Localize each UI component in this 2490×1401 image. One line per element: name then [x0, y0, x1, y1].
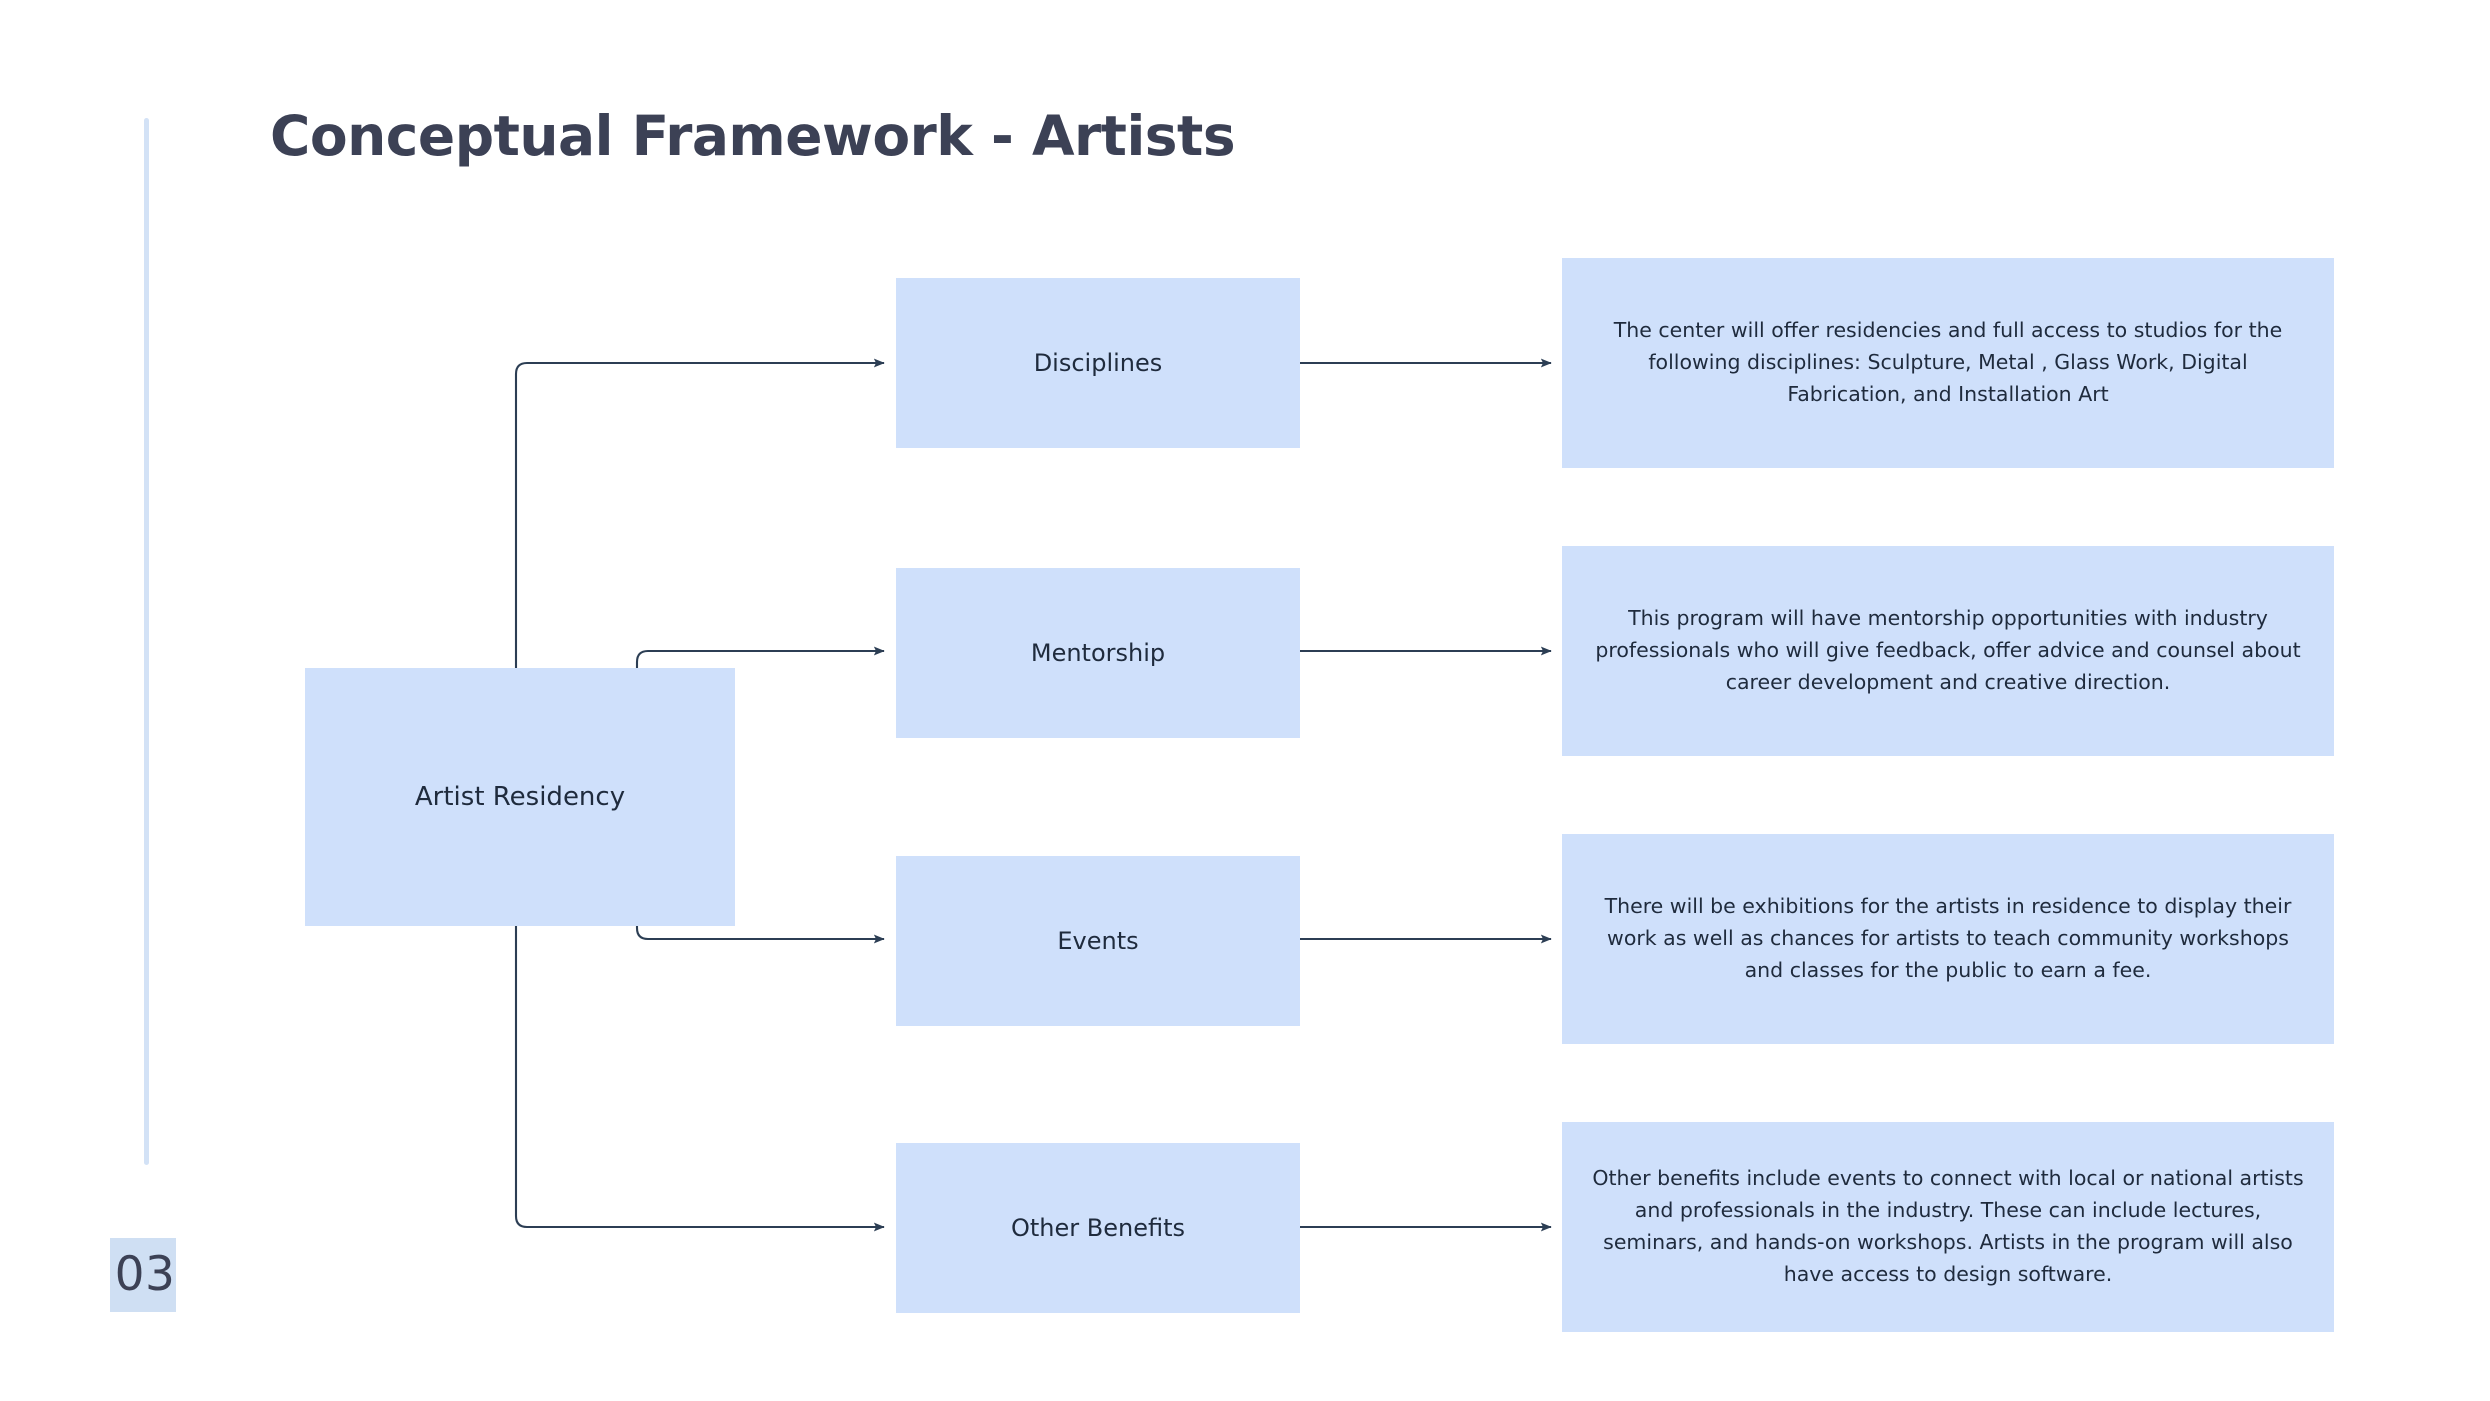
node-events-label: Events — [1057, 927, 1139, 955]
node-disciplines-label: Disciplines — [1033, 349, 1163, 377]
node-mentorship-label: Mentorship — [1030, 639, 1166, 667]
node-artist-residency-label: Artist Residency — [414, 782, 626, 812]
description-other-benefits[interactable]: Other benefits include events to connect… — [1562, 1122, 2334, 1332]
description-disciplines[interactable]: The center will offer residencies and fu… — [1562, 258, 2334, 468]
description-events[interactable]: There will be exhibitions for the artist… — [1562, 834, 2334, 1044]
page-title: Conceptual Framework - Artists — [270, 104, 1236, 168]
description-mentorship[interactable]: This program will have mentorship opport… — [1562, 546, 2334, 756]
node-other-benefits[interactable]: Other Benefits — [896, 1143, 1300, 1313]
node-artist-residency[interactable]: Artist Residency — [305, 668, 735, 926]
node-disciplines[interactable]: Disciplines — [896, 278, 1300, 448]
description-mentorship-text: This program will have mentorship opport… — [1595, 606, 2308, 694]
description-disciplines-text: The center will offer residencies and fu… — [1613, 318, 2289, 406]
description-other-benefits-text: Other benefits include events to connect… — [1592, 1166, 2311, 1286]
node-other-benefits-label: Other Benefits — [1010, 1214, 1185, 1242]
node-events[interactable]: Events — [896, 856, 1300, 1026]
description-events-text: There will be exhibitions for the artist… — [1604, 894, 2298, 982]
left-accent-rule — [144, 118, 149, 1165]
connector-root-to-other-benefits — [514, 926, 885, 1232]
node-mentorship[interactable]: Mentorship — [896, 568, 1300, 738]
page-number-badge: 03 — [110, 1238, 176, 1312]
page-number-text: 03 — [114, 1246, 176, 1302]
connector-root-to-events — [635, 926, 885, 944]
